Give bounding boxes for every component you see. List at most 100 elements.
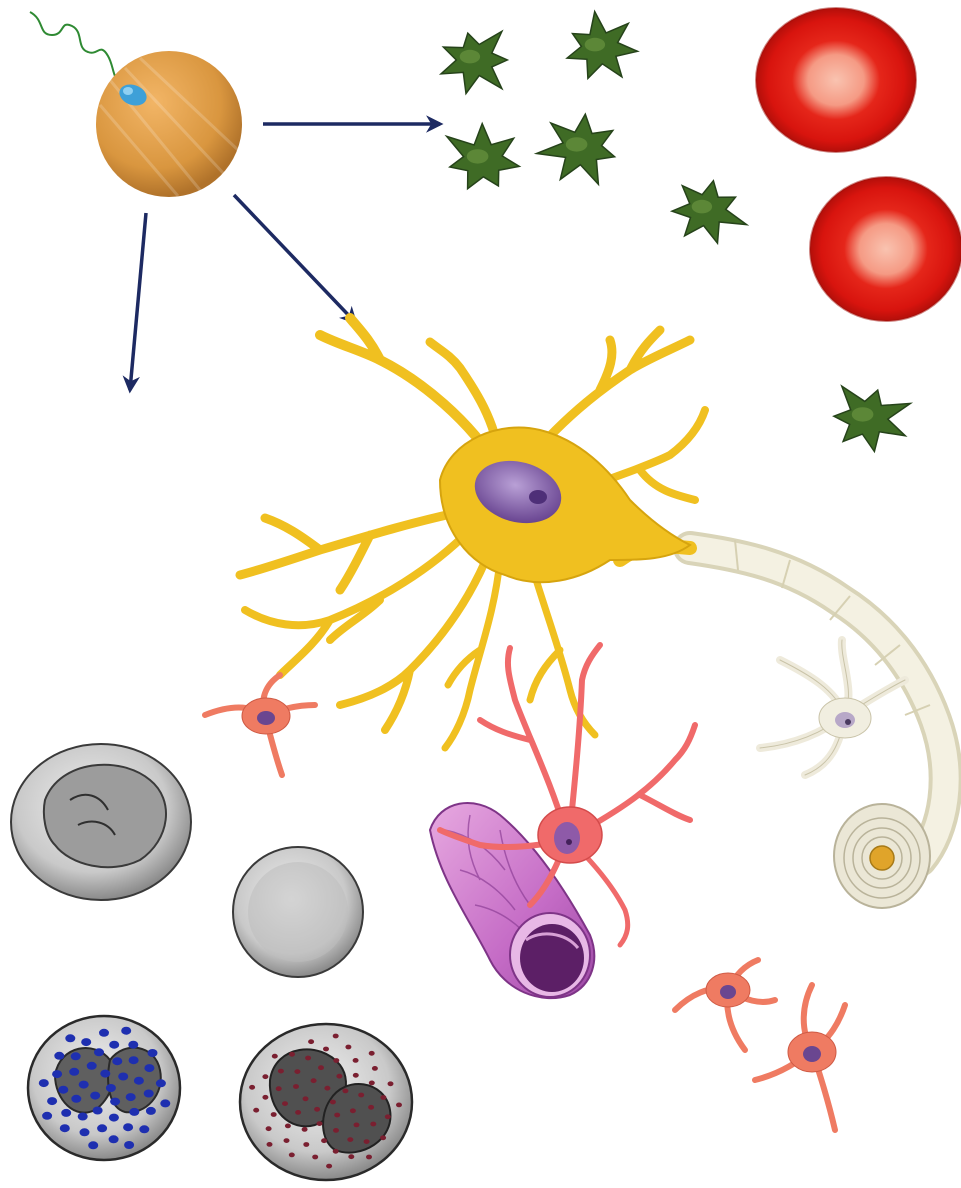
granule (112, 1057, 122, 1065)
granule (148, 1049, 158, 1057)
granule (333, 1128, 339, 1133)
myelin-sheath-end (834, 804, 930, 908)
granule (100, 1070, 110, 1078)
granule (284, 1138, 290, 1143)
granule (366, 1155, 372, 1160)
granule (302, 1127, 308, 1132)
granule (65, 1034, 75, 1042)
granule (42, 1112, 52, 1120)
granule (388, 1081, 394, 1086)
granule (368, 1105, 374, 1110)
fertilized-egg-icon (96, 51, 242, 197)
granule (385, 1114, 391, 1119)
granule (321, 1138, 327, 1143)
granule (81, 1038, 91, 1046)
granule (380, 1095, 386, 1100)
granule (94, 1048, 104, 1056)
granule (78, 1113, 88, 1121)
granule (330, 1100, 336, 1105)
granule (71, 1095, 81, 1103)
granule (126, 1093, 136, 1101)
granule (314, 1107, 320, 1112)
granule (334, 1113, 340, 1118)
granule (47, 1097, 57, 1105)
granule (312, 1155, 318, 1160)
granule (109, 1041, 119, 1049)
oligodendrocyte-icon (690, 540, 946, 908)
granule (353, 1073, 359, 1078)
granule (99, 1029, 109, 1037)
granule (289, 1052, 295, 1057)
granule (364, 1139, 370, 1144)
granule (326, 1164, 332, 1169)
granule (303, 1096, 309, 1101)
granule (266, 1126, 272, 1131)
granule (271, 1112, 277, 1117)
granule (129, 1056, 139, 1064)
granule (272, 1054, 278, 1059)
granule (160, 1099, 170, 1107)
granule (348, 1154, 354, 1159)
granule (354, 1123, 360, 1128)
granule (109, 1135, 119, 1143)
granule (97, 1124, 107, 1132)
granule (282, 1101, 288, 1106)
granule (267, 1142, 273, 1147)
granule (333, 1149, 339, 1154)
arrow-icon (130, 213, 146, 390)
granule (303, 1142, 309, 1147)
glial-cell-icon (675, 960, 775, 1050)
granule (253, 1108, 259, 1113)
platelet-icon (441, 31, 507, 93)
granule (305, 1056, 311, 1061)
granule (308, 1039, 314, 1044)
platelet-icon (834, 386, 911, 451)
arrow-icon (234, 195, 355, 322)
granule (278, 1069, 284, 1074)
granule (358, 1093, 364, 1098)
granule (54, 1052, 64, 1060)
white-blood-cell-icon (233, 847, 363, 977)
granule (80, 1128, 90, 1136)
granule (262, 1074, 268, 1079)
granule (333, 1034, 339, 1039)
granule (323, 1047, 329, 1052)
granule (109, 1114, 119, 1122)
granule (345, 1045, 351, 1050)
granule (124, 1141, 134, 1149)
granule (87, 1062, 97, 1070)
granule (369, 1051, 375, 1056)
granule (134, 1077, 144, 1085)
granule (353, 1058, 359, 1063)
granule (370, 1122, 376, 1127)
granule (380, 1135, 386, 1140)
granule (318, 1065, 324, 1070)
granule (317, 1121, 323, 1126)
granule (93, 1107, 103, 1115)
granule (311, 1078, 317, 1083)
granule (121, 1027, 131, 1035)
sperm-icon (30, 12, 122, 86)
granule (39, 1079, 49, 1087)
granule (129, 1108, 139, 1116)
granule (79, 1081, 89, 1089)
glial-cell-icon (755, 985, 845, 1130)
granule (60, 1124, 70, 1132)
granule (58, 1086, 68, 1094)
granule (285, 1124, 291, 1129)
granule (110, 1098, 120, 1106)
granule (156, 1079, 166, 1087)
platelet-icon (447, 124, 520, 189)
granule (262, 1095, 268, 1100)
platelet-icon (567, 12, 637, 79)
white-blood-cell-icon (240, 1024, 412, 1180)
granule (139, 1125, 149, 1133)
red-blood-cell-icon (810, 177, 961, 321)
granule (123, 1123, 133, 1131)
granule (324, 1086, 330, 1091)
granule (372, 1066, 378, 1071)
granule (88, 1141, 98, 1149)
white-blood-cell-icon (28, 1016, 180, 1160)
granule (118, 1073, 128, 1081)
